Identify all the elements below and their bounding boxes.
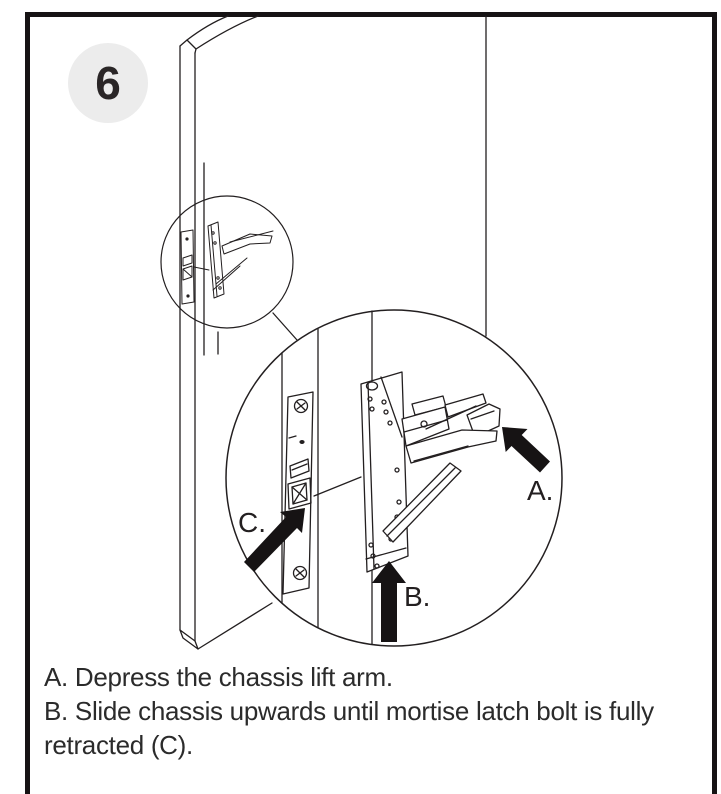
callout-label-c: C. — [238, 507, 266, 538]
arm-rod-line — [425, 405, 477, 430]
faceplate-top-screw — [293, 398, 309, 414]
instruction-text-block: A. Depress the chassis lift arm. B. Slid… — [44, 660, 696, 762]
callout-label-b: B. — [404, 581, 430, 612]
chassis-lift-arm — [405, 403, 501, 464]
small-detail-circle — [160, 195, 294, 329]
arrow-a-icon — [502, 427, 550, 473]
mini-faceplate — [180, 229, 195, 305]
step-number: 6 — [95, 57, 121, 109]
mortise-faceplate — [282, 391, 314, 595]
door-top-curve-back — [186, 15, 229, 41]
instruction-text-b: Slide chassis upwards until mortise latc… — [44, 696, 654, 760]
door-outline — [179, 15, 487, 650]
exit-device-chassis — [360, 371, 501, 573]
faceplate-bottom-screw — [292, 565, 308, 581]
step-badge: 6 — [68, 43, 148, 123]
big-detail-circle: A. B. C. — [225, 309, 563, 647]
latch-bolt-opening — [287, 477, 312, 510]
deadbolt-opening — [289, 458, 310, 479]
instruction-line-a: A. Depress the chassis lift arm. — [44, 660, 696, 694]
arrow-b-icon — [372, 561, 406, 642]
callout-label-a: A. — [527, 475, 553, 506]
arrow-c-icon — [244, 508, 305, 572]
mini-chassis — [207, 221, 274, 299]
door-top-curve-front — [195, 15, 259, 50]
instruction-label-b: B. — [44, 696, 68, 726]
callout-leader-line — [272, 312, 298, 341]
instruction-line-b: B. Slide chassis upwards until mortise l… — [44, 694, 696, 762]
page-frame-border — [25, 12, 717, 794]
instruction-label-a: A. — [44, 662, 68, 692]
latch-axis-line — [313, 476, 362, 497]
instruction-text-a: Depress the chassis lift arm. — [74, 662, 393, 692]
chassis-lower-strut — [382, 462, 462, 543]
door-bottom-edge — [197, 602, 273, 650]
